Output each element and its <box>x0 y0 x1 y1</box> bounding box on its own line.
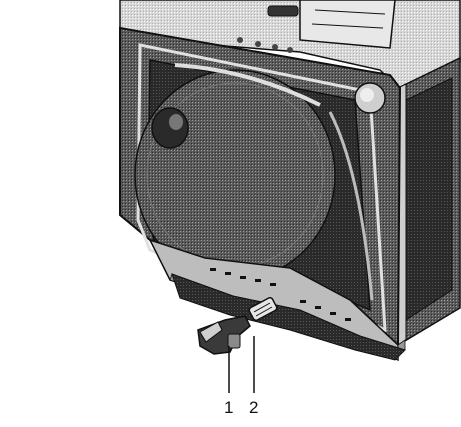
drain-valve <box>197 297 278 355</box>
callout-label-1: 1 <box>224 398 233 417</box>
callout-leaders <box>228 336 255 393</box>
callout-label-2: 2 <box>249 398 258 417</box>
top-lid <box>119 0 461 91</box>
corner-cap <box>354 82 386 114</box>
base-plinth <box>148 238 406 362</box>
side-wall <box>397 56 461 347</box>
